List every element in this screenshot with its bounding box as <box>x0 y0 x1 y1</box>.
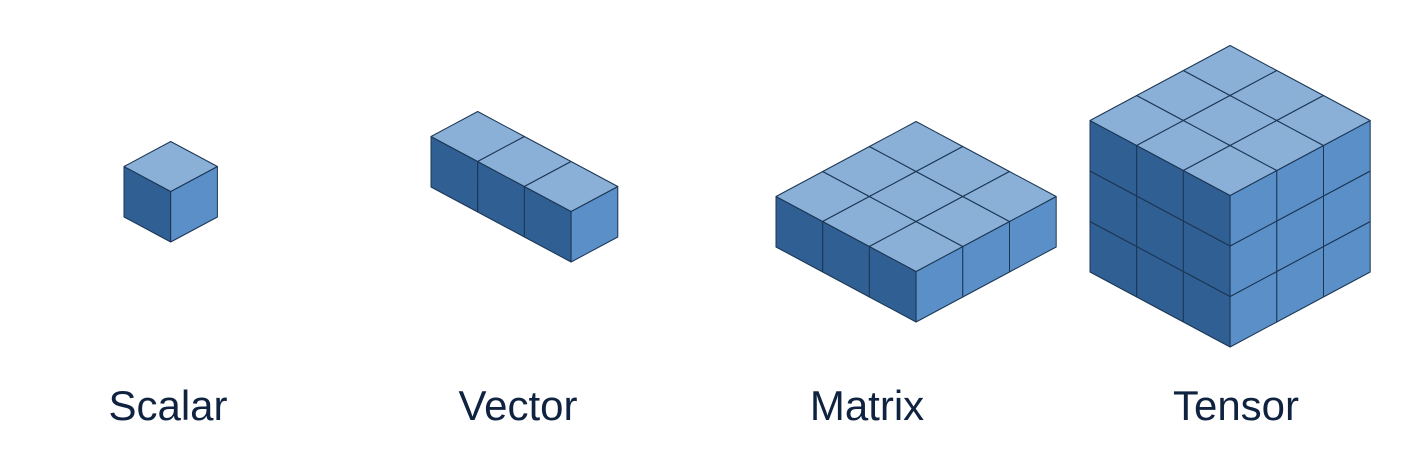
matrix-top-face-cell <box>962 171 1057 222</box>
matrix-cube-group <box>775 121 1057 323</box>
vector-top-face-cell <box>523 161 619 212</box>
tensor-top-face-cell <box>1276 95 1371 146</box>
vector-cube-group <box>430 111 619 263</box>
vector-label: Vector <box>458 382 578 429</box>
tensor-cube-group <box>1089 45 1371 348</box>
tensor-label: Tensor <box>1172 382 1300 429</box>
scalar-label: Scalar <box>108 382 228 429</box>
scalar-top-face-cell <box>123 141 218 192</box>
scalar-cube-group <box>123 141 218 243</box>
matrix-label: Matrix <box>809 382 925 429</box>
